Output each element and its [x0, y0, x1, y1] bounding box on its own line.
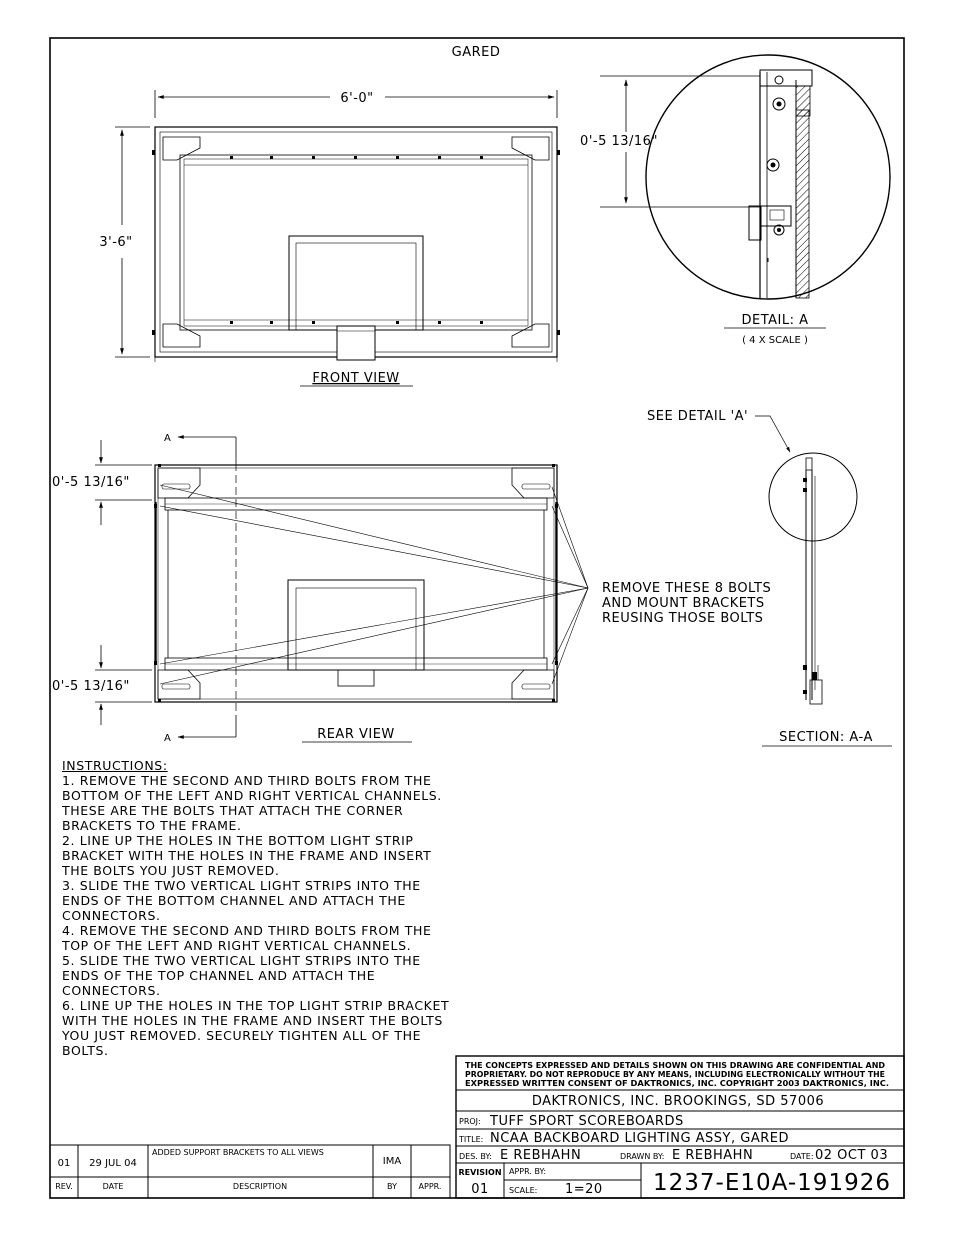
proj-value: TUFF SPORT SCOREBOARDS — [489, 1114, 684, 1129]
rev-description: ADDED SUPPORT BRACKETS TO ALL VIEWS — [152, 1148, 324, 1157]
instruction-step-3: 3. SLIDE THE TWO VERTICAL LIGHT STRIPS I… — [62, 878, 421, 923]
section-marker-bottom: A — [164, 733, 171, 744]
rev-header-by: BY — [387, 1182, 397, 1191]
notice-line-3: EXPRESSED WRITTEN CONSENT OF DAKTRONICS,… — [465, 1079, 889, 1088]
title-value: NCAA BACKBOARD LIGHTING ASSY, GARED — [490, 1131, 789, 1146]
instruction-step-6: 6. LINE UP THE HOLES IN THE TOP LIGHT ST… — [62, 998, 450, 1058]
des-by-label: DES. BY: — [459, 1152, 492, 1161]
callout-line-3: REUSING THOSE BOLTS — [602, 611, 763, 626]
instruction-step-2: 2. LINE UP THE HOLES IN THE BOTTOM LIGHT… — [62, 833, 432, 878]
detail-dim: 0'-5 13/16" — [580, 134, 658, 149]
rear-top-dim: 0'-5 13/16" — [52, 475, 130, 490]
detail-scale: ( 4 X SCALE ) — [742, 335, 808, 346]
rear-view-label: REAR VIEW — [317, 727, 395, 742]
drawing-number: 1237-E10A-191926 — [653, 1170, 891, 1196]
date-label: DATE: — [790, 1152, 814, 1161]
instruction-step-1: 1. REMOVE THE SECOND AND THIRD BOLTS FRO… — [62, 773, 442, 833]
rear-view: A A 0'-5 13/16" 0'-5 13/16" — [52, 433, 771, 744]
revision-table: 01 29 JUL 04 ADDED SUPPORT BRACKETS TO A… — [49, 1144, 451, 1199]
notice-line-2: PROPRIETARY. DO NOT REPRODUCE BY ANY MEA… — [465, 1070, 885, 1079]
company-name: DAKTRONICS, INC. BROOKINGS, SD 57006 — [532, 1094, 824, 1109]
title-label: TITLE: — [458, 1135, 483, 1144]
scale-value: 1=20 — [565, 1182, 603, 1197]
notice-line-1: THE CONCEPTS EXPRESSED AND DETAILS SHOWN… — [465, 1061, 885, 1070]
revision-value: 01 — [471, 1182, 489, 1197]
des-by-value: E REBHAHN — [500, 1148, 581, 1163]
instruction-step-5: 5. SLIDE THE TWO VERTICAL LIGHT STRIPS I… — [62, 953, 421, 998]
revision-label: REVISION — [458, 1168, 501, 1177]
rear-bottom-dim: 0'-5 13/16" — [52, 679, 130, 694]
sheet-title: GARED — [452, 45, 501, 60]
detail-label: DETAIL: A — [741, 313, 808, 328]
detail-a: 0'-5 13/16" DETAIL: A ( 4 X SCALE ) — [580, 54, 891, 346]
section-marker-top: A — [164, 433, 171, 444]
section-label: SECTION: A-A — [779, 730, 873, 745]
rev-header-date: DATE — [103, 1182, 124, 1191]
scale-label: SCALE: — [509, 1186, 537, 1195]
rev-date: 29 JUL 04 — [89, 1158, 137, 1169]
rev-header-appr: APPR. — [419, 1182, 442, 1191]
date-value: 02 OCT 03 — [815, 1148, 888, 1163]
instructions: INSTRUCTIONS: 1. REMOVE THE SECOND AND T… — [62, 758, 462, 1058]
instructions-title: INSTRUCTIONS: — [62, 758, 168, 773]
proj-label: PROJ: — [459, 1117, 481, 1126]
drawn-by-value: E REBHAHN — [672, 1148, 753, 1163]
rev-header-rev: REV. — [55, 1182, 73, 1191]
title-block: THE CONCEPTS EXPRESSED AND DETAILS SHOWN… — [455, 1055, 905, 1199]
rev-number: 01 — [58, 1158, 71, 1169]
section-a-a: SEE DETAIL 'A' SECTION: A-A — [647, 409, 892, 747]
rev-header-description: DESCRIPTION — [233, 1182, 287, 1191]
callout-line-2: AND MOUNT BRACKETS — [602, 596, 765, 611]
front-height-dim: 3'-6" — [99, 235, 132, 250]
drawn-by-label: DRAWN BY: — [620, 1152, 664, 1161]
callout-line-1: REMOVE THESE 8 BOLTS — [602, 581, 771, 596]
rev-by: IMA — [383, 1156, 402, 1167]
front-view: 6'-0" 3'-6" — [99, 90, 560, 387]
see-detail-note: SEE DETAIL 'A' — [647, 409, 748, 424]
front-view-label: FRONT VIEW — [312, 371, 399, 386]
appr-by-label: APPR. BY: — [509, 1167, 546, 1176]
front-width-dim: 6'-0" — [340, 91, 373, 106]
instruction-step-4: 4. REMOVE THE SECOND AND THIRD BOLTS FRO… — [62, 923, 432, 953]
